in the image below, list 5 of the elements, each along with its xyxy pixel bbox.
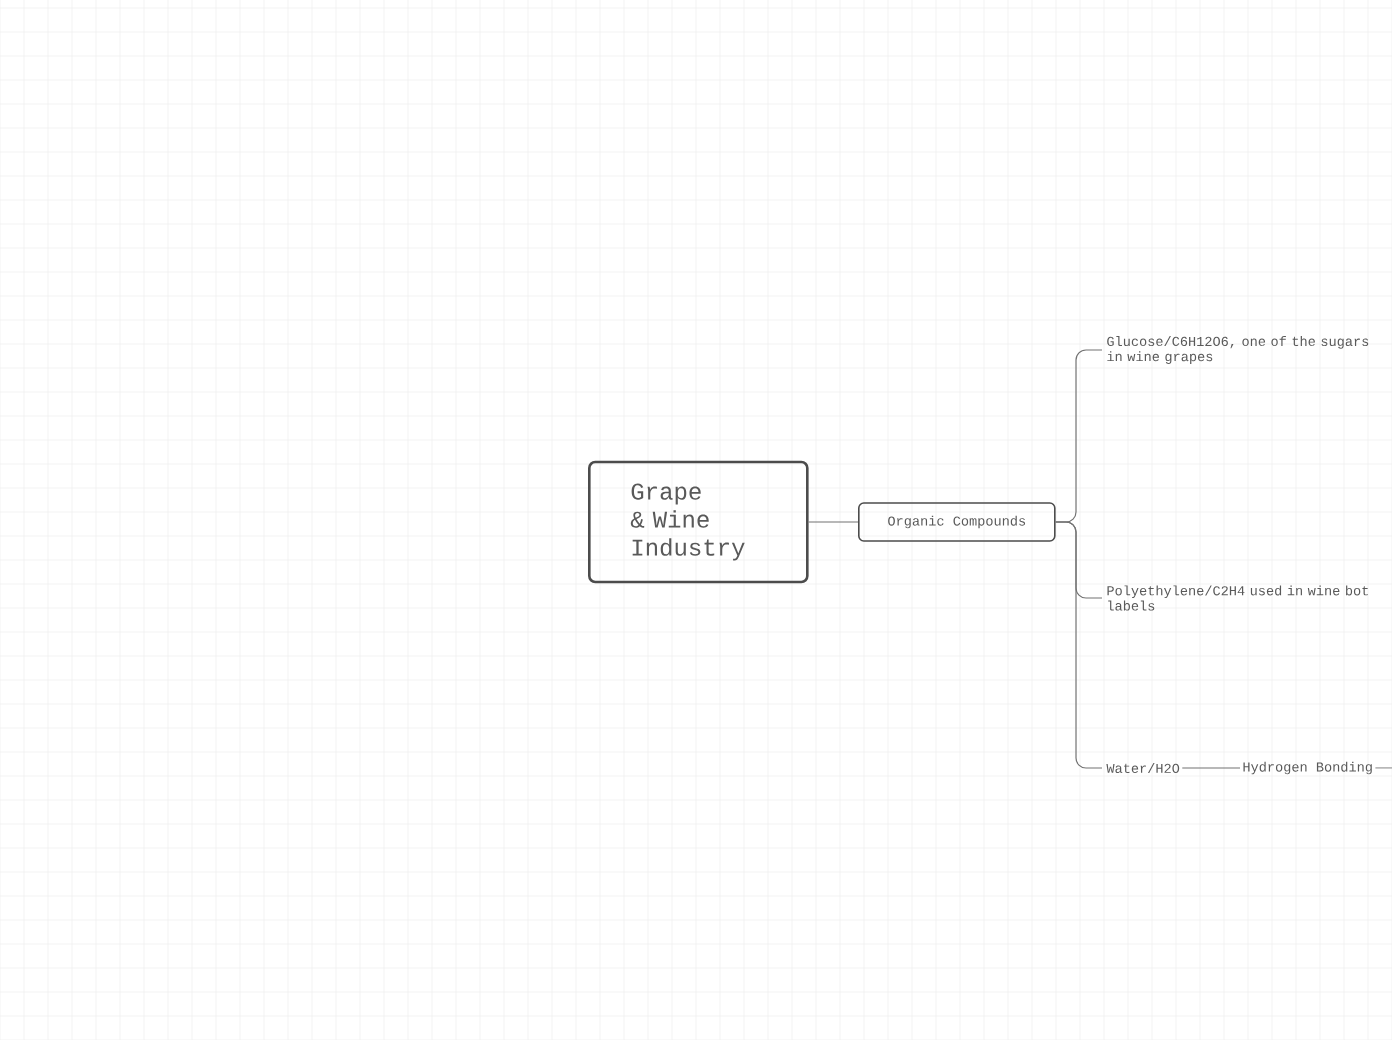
connector-line [1374, 767, 1392, 769]
connector-line [1055, 521, 1103, 769]
connector-line [808, 521, 859, 523]
connector-line [1181, 767, 1241, 769]
topic-box: Grape & Wine Industry [588, 460, 809, 584]
